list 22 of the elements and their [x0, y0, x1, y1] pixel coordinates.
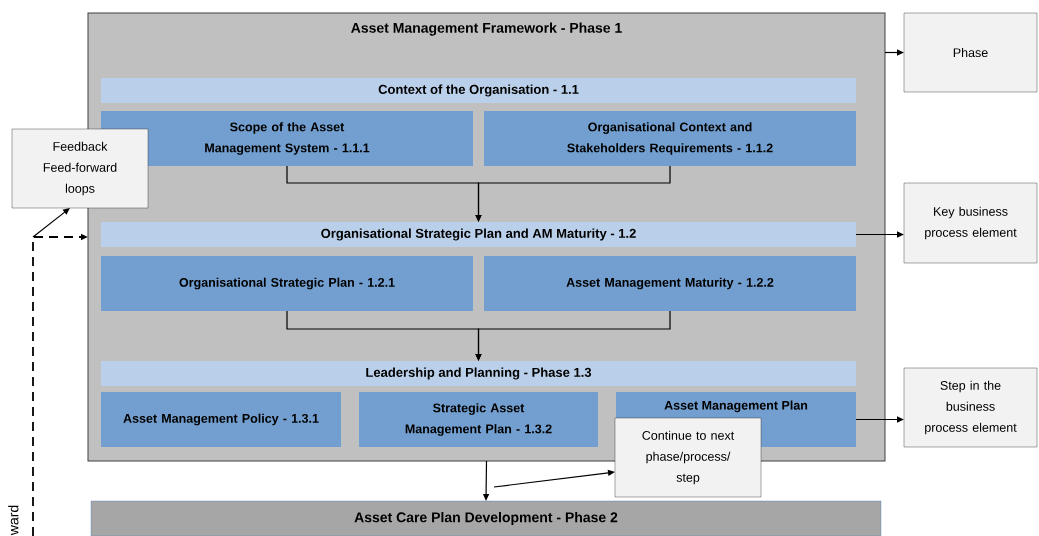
callout-box: Phase: [903, 12, 1038, 93]
phase-box: Asset Care Plan Development - Phase 2: [90, 500, 882, 536]
callout-box: Continue to next phase/process/ step: [614, 417, 762, 498]
arrow: [884, 49, 904, 56]
arrow: [475, 165, 671, 222]
process-box: Asset Management Maturity - 1.2.2: [484, 256, 856, 311]
arrow: [493, 469, 615, 488]
process-box: Organisational Strategic Plan - 1.2.1: [101, 256, 473, 311]
arrow: [855, 416, 904, 423]
process-box: Strategic Asset Management Plan - 1.3.2: [359, 392, 598, 447]
section-band: Context of the Organisation - 1.1: [101, 78, 856, 103]
process-box: Asset Management Policy - 1.3.1: [101, 392, 341, 447]
arrow: [32, 208, 70, 238]
section-band: Leadership and Planning - Phase 1.3: [101, 361, 856, 386]
arrow: [475, 310, 671, 361]
section-band: Organisational Strategic Plan and AM Maturity - 1.2: [101, 222, 856, 247]
rotated-label: ward: [8, 505, 19, 536]
callout-box: Key business process element: [903, 182, 1038, 264]
process-box: Organisational Context and Stakeholders Requirements - 1.1.2: [484, 111, 856, 166]
arrow: [855, 231, 904, 238]
callout-box: Step in the business process element: [903, 367, 1038, 448]
callout-box: Feedback Feed-forward loops: [11, 128, 149, 209]
